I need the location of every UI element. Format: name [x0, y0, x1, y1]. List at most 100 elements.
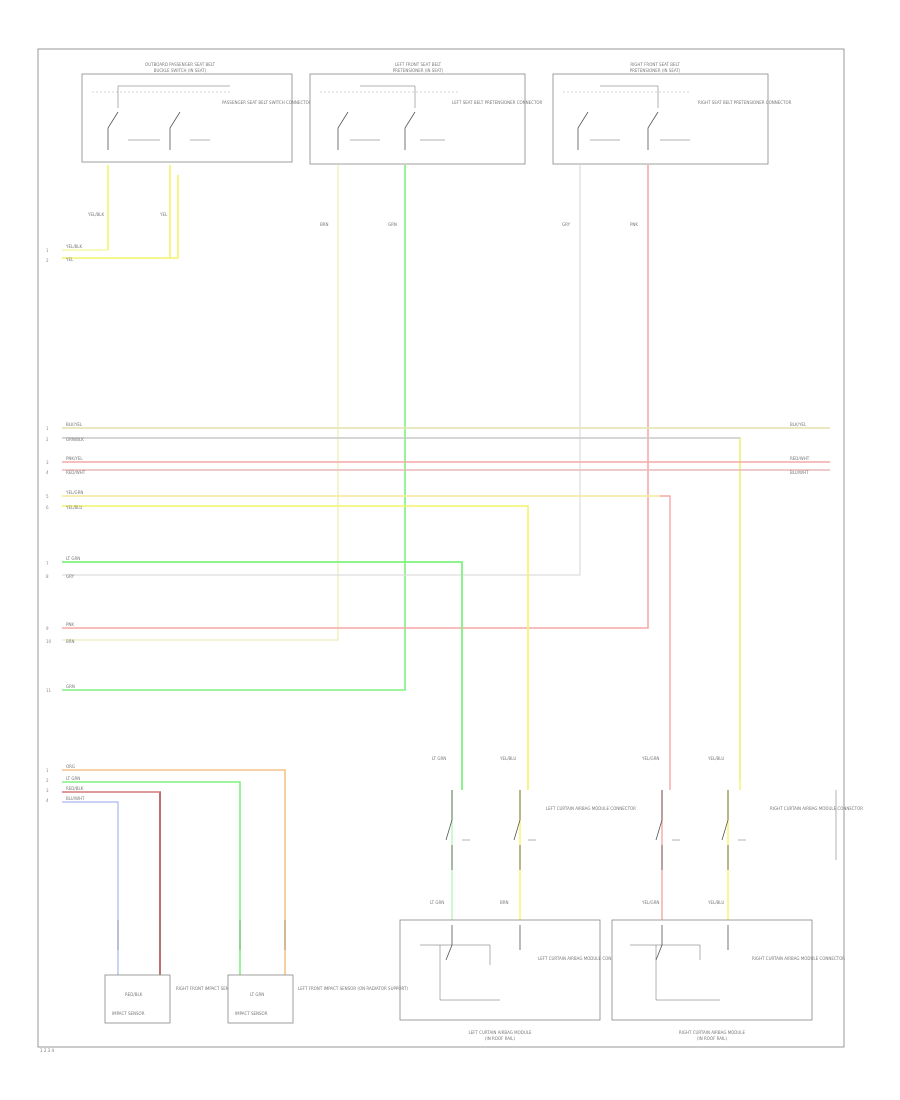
- wire-label: ORG: [66, 764, 75, 769]
- wire-label: GRN: [66, 684, 75, 689]
- wire-label: RED/WHT: [790, 456, 810, 461]
- wire-label: YEL/BLK: [87, 212, 105, 217]
- bus-yel-grn: [62, 495, 671, 790]
- top-module-3: RIGHT FRONT SEAT BELT PRETENSIONER (IN S…: [552, 62, 792, 165]
- svg-text:1: 1: [46, 248, 49, 253]
- sensor-label: LEFT FRONT IMPACT SENSOR (ON RADIATOR SU…: [298, 986, 408, 991]
- sensor-inner: RED/BLK: [125, 992, 143, 997]
- bus-yel-blu: [62, 505, 529, 790]
- wire-label: YEL/BLK: [65, 244, 83, 249]
- top-module-2: LEFT FRONT SEAT BELT PRETENSIONER (IN SE…: [309, 62, 543, 165]
- switch-cluster-right: RIGHT CURTAIN AIRBAG MODULE CONNECTOR: [655, 790, 863, 870]
- svg-text:2: 2: [46, 778, 49, 783]
- wire-label: YEL/BLU: [707, 900, 724, 905]
- wire-gry: [62, 165, 581, 576]
- wire-label: GRY: [562, 222, 571, 227]
- module-subtitle: (IN ROOF RAIL): [697, 1036, 727, 1041]
- switch-cluster-left: LEFT CURTAIN AIRBAG MODULE CONNECTOR: [445, 790, 636, 870]
- wire-label: BRN: [320, 222, 329, 227]
- wire-label: BLU/WHT: [66, 796, 85, 801]
- switch-desc: RIGHT CURTAIN AIRBAG MODULE CONNECTOR: [770, 806, 863, 811]
- wire-label: YEL/BLU: [499, 756, 516, 761]
- sensor-left-front: LT GRN IMPACT SENSOR LEFT FRONT IMPACT S…: [227, 974, 408, 1024]
- svg-text:3: 3: [46, 460, 49, 465]
- wire-label: YEL/GRN: [641, 756, 659, 761]
- module-desc: RIGHT CURTAIN AIRBAG MODULE CONNECTOR: [752, 956, 845, 961]
- sensor-right-front: RED/BLK IMPACT SENSOR RIGHT FRONT IMPACT…: [104, 974, 290, 1024]
- wire-red-blk: [62, 791, 161, 975]
- module-desc: PASSENGER SEAT BELT SWITCH CONNECTOR: [222, 100, 312, 105]
- sensor-connectors: [117, 920, 286, 950]
- svg-text:7: 7: [46, 561, 49, 566]
- wire-label: BRN: [66, 639, 75, 644]
- module-subtitle: PRETENSIONER (IN SEAT): [393, 68, 444, 73]
- svg-text:5: 5: [46, 494, 49, 499]
- wire-label: YEL/BLU: [65, 505, 82, 510]
- svg-text:1: 1: [46, 768, 49, 773]
- module-desc: LEFT CURTAIN AIRBAG MODULE CONNECTOR: [538, 956, 628, 961]
- wire-label: YEL/GRN: [65, 490, 83, 495]
- module-subtitle: PRETENSIONER (IN SEAT): [630, 68, 681, 73]
- sensor-inner: IMPACT SENSOR: [112, 1011, 145, 1016]
- wire-label: BLK/YEL: [790, 422, 807, 427]
- svg-text:8: 8: [46, 574, 49, 579]
- switch-desc: LEFT CURTAIN AIRBAG MODULE CONNECTOR: [546, 806, 636, 811]
- wire-label: GRN: [388, 222, 397, 227]
- wire-label: PNK: [630, 222, 638, 227]
- module-desc: LEFT SEAT BELT PRETENSIONER CONNECTOR: [452, 100, 543, 105]
- svg-text:2: 2: [46, 258, 49, 263]
- wire-label: RED/BLK: [66, 786, 84, 791]
- wire-label: LT GRN: [430, 900, 444, 905]
- bottom-module-left: LEFT CURTAIN AIRBAG MODULE CONNECTOR LEF…: [399, 919, 628, 1041]
- diagram-frame: [37, 48, 845, 1048]
- wire-label: LT GRN: [66, 556, 80, 561]
- svg-text:4: 4: [46, 470, 49, 475]
- svg-text:11: 11: [46, 688, 52, 693]
- wire-yel-h: [62, 175, 179, 259]
- top-module-1: OUTBOARD PASSENGER SEAT BELT BUCKLE SWIT…: [81, 62, 312, 163]
- svg-text:1: 1: [46, 426, 49, 431]
- wire-org: [62, 769, 286, 975]
- module-title: RIGHT CURTAIN AIRBAG MODULE: [679, 1030, 746, 1035]
- wire-blu-wht: [62, 801, 119, 975]
- wire-label: LT GRN: [66, 776, 80, 781]
- page-code: 1 2 3 4: [40, 1048, 54, 1053]
- sensor-inner: IMPACT SENSOR: [235, 1011, 268, 1016]
- svg-text:10: 10: [46, 639, 52, 644]
- wire-label: BRN: [500, 900, 509, 905]
- wire-pnk: [62, 165, 649, 629]
- bus-grn-blk: [62, 437, 741, 780]
- wire-label: PNK: [66, 622, 74, 627]
- svg-text:9: 9: [46, 626, 49, 631]
- module-title: OUTBOARD PASSENGER SEAT BELT: [145, 62, 215, 67]
- wire-label: BLU/WHT: [790, 470, 809, 475]
- wire-label: LT GRN: [432, 756, 446, 761]
- module-subtitle: BUCKLE SWITCH (IN SEAT): [154, 68, 207, 73]
- module-subtitle: (IN ROOF RAIL): [485, 1036, 515, 1041]
- module-title: LEFT CURTAIN AIRBAG MODULE: [468, 1030, 532, 1035]
- wire-brn: [62, 165, 339, 641]
- bus-lt-grn: [62, 561, 463, 790]
- svg-text:3: 3: [46, 788, 49, 793]
- module-desc: RIGHT SEAT BELT PRETENSIONER CONNECTOR: [698, 100, 792, 105]
- sensor-inner: LT GRN: [250, 992, 264, 997]
- svg-text:6: 6: [46, 505, 49, 510]
- wire-label: YEL: [65, 257, 74, 262]
- module-title: LEFT FRONT SEAT BELT: [395, 62, 442, 67]
- bottom-module-right: RIGHT CURTAIN AIRBAG MODULE CONNECTOR RI…: [611, 919, 845, 1041]
- wire-label: RED/WHT: [66, 470, 86, 475]
- wire-grn: [62, 165, 406, 691]
- svg-text:4: 4: [46, 798, 49, 803]
- wire-label: YEL: [159, 212, 168, 217]
- wire-label: BLK/YEL: [66, 422, 83, 427]
- pin-numbers: 12 12 34 56 78 910 11 12 34: [46, 248, 52, 803]
- wire-label: YEL/GRN: [641, 900, 659, 905]
- wire-label: YEL/BLU: [707, 756, 724, 761]
- wire-label: GRN/BLK: [66, 437, 84, 442]
- module-title: RIGHT FRONT SEAT BELT: [630, 62, 680, 67]
- wire-label: PNK/YEL: [66, 456, 83, 461]
- wire-label: GRY: [66, 574, 75, 579]
- wire-lt-grn: [62, 781, 241, 975]
